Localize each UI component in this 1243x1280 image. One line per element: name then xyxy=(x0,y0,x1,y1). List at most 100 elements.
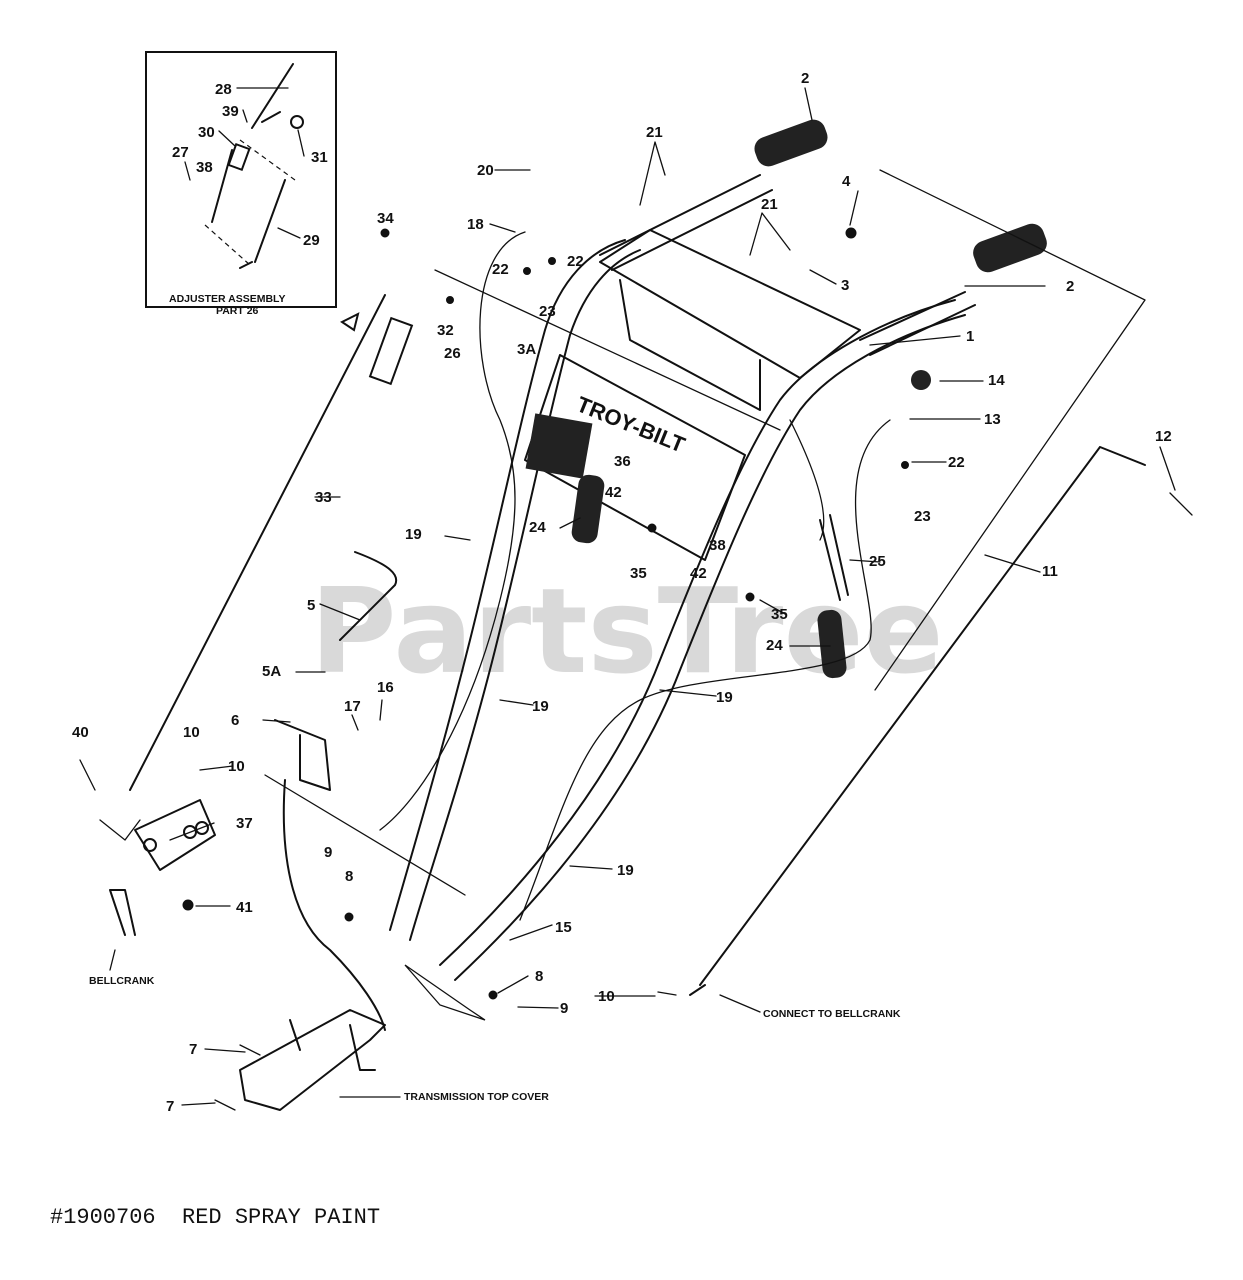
cover-brackets xyxy=(289,1019,376,1071)
clip-part xyxy=(290,115,304,129)
nut-32 xyxy=(446,296,454,304)
callout-42-b: 42 xyxy=(690,565,707,582)
callout-7-a: 7 xyxy=(189,1041,197,1058)
callout-29: 29 xyxy=(303,232,320,249)
plate-hole-2 xyxy=(195,821,209,835)
callout-5a: 5A xyxy=(262,663,281,680)
callout-7-b: 7 xyxy=(166,1098,174,1115)
inset-rods xyxy=(211,63,294,269)
note-bellcrank: BELLCRANK xyxy=(89,975,155,987)
cable-right xyxy=(519,419,891,921)
callout-21-top: 21 xyxy=(646,124,663,141)
console-plate xyxy=(599,229,861,379)
lever-right-arm xyxy=(819,514,849,601)
note-leaders xyxy=(109,949,761,1098)
frame-lower-left xyxy=(282,779,386,1031)
callout-9-a: 9 xyxy=(324,844,332,861)
handle-tube-left-inner xyxy=(409,249,641,941)
upper-tube-left xyxy=(599,174,773,271)
callout-19-a: 19 xyxy=(405,526,422,543)
transmission-cover xyxy=(239,1009,386,1111)
pin-12 xyxy=(1169,492,1193,516)
adjuster-inset: ADJUSTER ASSEMBLY PART 26 xyxy=(145,51,337,317)
callout-2-right: 2 xyxy=(1066,278,1074,295)
guide-lines xyxy=(264,269,781,1021)
callout-23-a: 23 xyxy=(539,303,556,320)
nut-35b xyxy=(647,523,657,533)
grip-left xyxy=(754,119,828,167)
callout-6: 6 xyxy=(231,712,239,729)
callout-3a: 3A xyxy=(517,341,536,358)
decal-block xyxy=(525,413,593,479)
spring-part xyxy=(227,142,251,172)
callout-21-right: 21 xyxy=(761,196,778,213)
callout-27: 27 xyxy=(172,144,189,161)
callout-40: 40 xyxy=(72,724,89,741)
callout-24-a: 24 xyxy=(529,519,546,536)
knob-14 xyxy=(911,370,931,390)
bellcrank-link xyxy=(99,819,141,841)
callout-12: 12 xyxy=(1155,428,1172,445)
callout-17: 17 xyxy=(344,698,361,715)
nut-8 xyxy=(344,912,354,922)
nut-8b xyxy=(488,990,498,1000)
watermark: PartsTree xyxy=(310,562,944,700)
callout-19-d: 19 xyxy=(617,862,634,879)
inset-dashes xyxy=(204,139,296,266)
callout-23-b: 23 xyxy=(914,508,931,525)
plate-37 xyxy=(134,799,216,871)
inset-title-1: ADJUSTER ASSEMBLY xyxy=(169,293,286,305)
plate-hole-3 xyxy=(143,838,157,852)
upper-tube-right xyxy=(859,291,976,356)
direction-arrow xyxy=(340,312,360,332)
bolts-misc xyxy=(79,759,677,1111)
handle-tube-right-outer xyxy=(439,299,956,966)
handle-tube-right-inner xyxy=(454,314,966,981)
grip-right xyxy=(973,223,1047,273)
callout-37: 37 xyxy=(236,815,253,832)
nut-41 xyxy=(182,899,194,911)
callout-19-b: 19 xyxy=(532,698,549,715)
callout-22-b: 22 xyxy=(567,253,584,270)
callout-35-a: 35 xyxy=(630,565,647,582)
bolt-34 xyxy=(380,228,390,238)
callout-22-c: 22 xyxy=(948,454,965,471)
callout-28: 28 xyxy=(215,81,232,98)
callout-38-b: 38 xyxy=(709,537,726,554)
callout-4: 4 xyxy=(842,173,851,190)
callout-16: 16 xyxy=(377,679,394,696)
bracket-6 xyxy=(274,719,331,791)
cable-left xyxy=(379,231,526,831)
callout-9-b: 9 xyxy=(560,1000,568,1017)
rod-11 xyxy=(689,446,1146,996)
callout-10-b: 10 xyxy=(228,758,245,775)
callout-11: 11 xyxy=(1042,563,1058,580)
bellcrank-part xyxy=(109,889,136,936)
console-front xyxy=(619,279,761,411)
callout-19-c: 19 xyxy=(716,689,733,706)
cable-right-short xyxy=(789,419,825,541)
callout-39: 39 xyxy=(222,103,239,120)
callout-20: 20 xyxy=(477,162,494,179)
rod-5 xyxy=(339,551,398,641)
callout-14: 14 xyxy=(988,372,1005,389)
guide-right xyxy=(874,169,1146,691)
callout-15: 15 xyxy=(555,919,572,936)
callout-26: 26 xyxy=(444,345,461,362)
nut-4 xyxy=(845,227,857,239)
nut-22c xyxy=(901,461,909,469)
callout-36-a: 36 xyxy=(614,453,631,470)
callout-32: 32 xyxy=(437,322,454,339)
callout-8-a: 8 xyxy=(345,868,353,885)
callouts: 28 39 30 27 38 31 29 2 21 20 18 4 34 22 … xyxy=(72,70,1172,1115)
callout-1: 1 xyxy=(966,328,974,345)
handle-tube-left-outer xyxy=(389,239,626,931)
leader-lines xyxy=(169,87,1176,1106)
plate-hole-1 xyxy=(183,825,197,839)
callout-18: 18 xyxy=(467,216,484,233)
adjuster-26 xyxy=(368,316,414,386)
callout-41: 41 xyxy=(236,899,253,916)
callout-13: 13 xyxy=(984,411,1001,428)
note-connect-bellcrank: CONNECT TO BELLCRANK xyxy=(763,1008,901,1020)
callout-38: 38 xyxy=(196,159,213,176)
